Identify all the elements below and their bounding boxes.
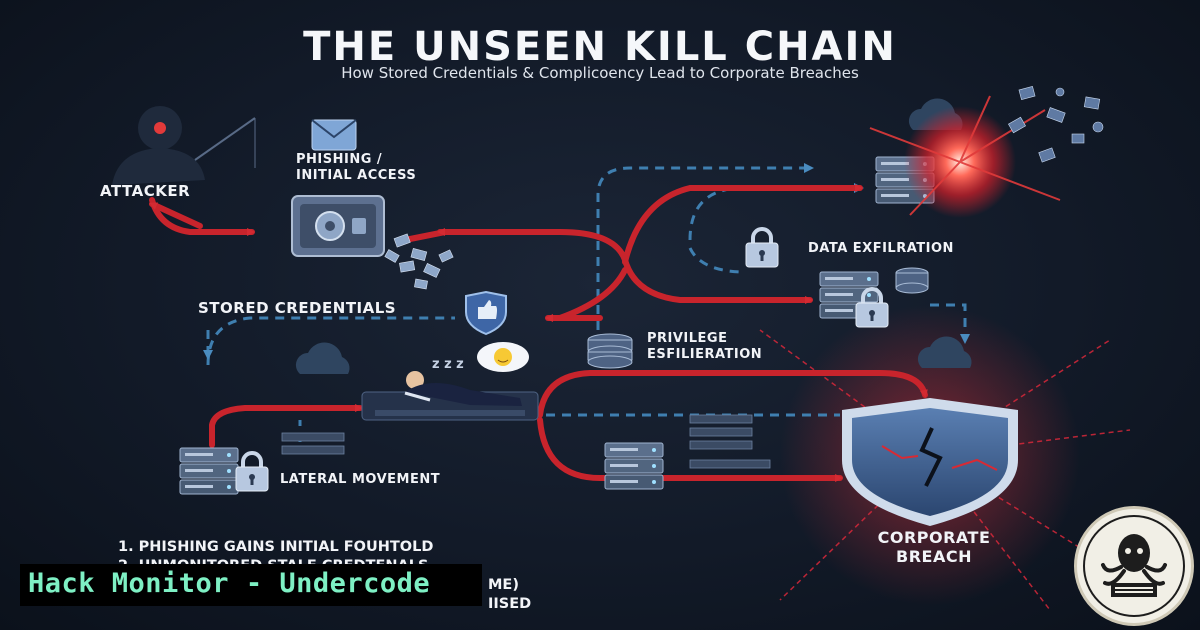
thumbs-up-shield-icon: [465, 290, 507, 336]
label-phishing-line2: INITIAL ACCESS: [296, 168, 417, 183]
vault-icon: [291, 195, 385, 257]
padlock-lateral: [234, 451, 270, 493]
page-title: THE UNSEEN KILL CHAIN: [303, 24, 897, 70]
step-item: ME): [488, 577, 519, 593]
cloud-left: [295, 342, 350, 374]
padlock-data-exfil: [744, 227, 780, 269]
envelope-icon: [311, 119, 357, 151]
server-bottom: [604, 442, 664, 490]
banner-text: Hack Monitor - Undercode: [28, 568, 431, 599]
shield-breach-icon: [842, 398, 1018, 526]
page-subtitle: How Stored Credentials & Complicoency Le…: [341, 64, 859, 82]
octopus-logo-art: [1083, 515, 1185, 617]
falling-documents: [384, 233, 454, 290]
label-lateral-movement: LATERAL MOVEMENT: [280, 472, 441, 487]
label-breach-line2: BREACH: [896, 547, 972, 566]
label-privilege: PRIVILEGE ESFILIERATION: [647, 331, 762, 363]
label-phishing-line1: PHISHING /: [296, 152, 383, 167]
octopus-logo: [1074, 506, 1194, 626]
attack-paths: [149, 184, 928, 482]
label-attacker: ATTACKER: [100, 182, 191, 200]
label-privilege-line2: ESFILIERATION: [647, 347, 763, 362]
server-lateral: [179, 447, 239, 495]
label-breach-line1: CORPORATE: [877, 528, 991, 547]
label-stored-credentials: STORED CREDENTIALS: [198, 299, 397, 317]
label-data-exfiltration: DATA EXFILRATION: [808, 241, 954, 256]
label-privilege-line1: PRIVILEGE: [647, 331, 728, 346]
step-item: IISED: [488, 596, 532, 612]
breach-rays: [759, 329, 1131, 611]
step-item: 1. PHISHING GAINS INITIAL FOUHTOLD: [118, 539, 434, 555]
data-rows: [281, 414, 771, 469]
banner-box: [20, 564, 482, 606]
label-corporate-breach: CORPORATE BREACH: [852, 528, 1016, 566]
attacker-silhouette: [112, 106, 256, 185]
svg-text:z z z: z z z: [432, 357, 464, 372]
explosion-burst: [869, 85, 1104, 218]
database-icon: [587, 267, 929, 369]
label-phishing: PHISHING / INITIAL ACCESS: [296, 152, 416, 184]
sleeping-employee: z z z: [361, 342, 539, 421]
